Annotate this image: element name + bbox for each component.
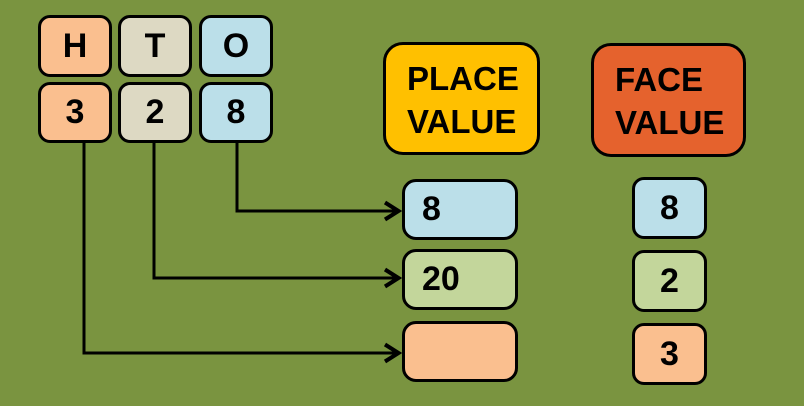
face-value-item-hundreds: 3 [632,323,707,385]
arrow-ones-to-place-value [235,141,403,222]
arrow-hundreds-to-place-value [82,141,403,364]
place-value-title-line2: VALUE [407,103,517,140]
column-header-hundreds: H [38,15,112,77]
place-value-item-tens: 20 [402,249,518,310]
digit-cell-hundreds: 3 [38,82,112,143]
place-value-title-line1: PLACE [407,60,519,97]
digit-cell-ones: 8 [199,82,273,143]
face-value-title-line2: VALUE [615,104,725,141]
place-value-title: PLACE VALUE [383,42,540,155]
place-value-item-ones: 8 [402,179,518,240]
face-value-item-tens: 2 [632,250,707,312]
arrow-tens-to-place-value [152,141,403,289]
digit-cell-tens: 2 [118,82,192,143]
face-value-title-line1: FACE [615,61,704,98]
column-header-ones: O [199,15,273,77]
column-header-tens: T [118,15,192,77]
place-value-item-hundreds-blank [402,321,518,382]
face-value-item-ones: 8 [632,177,707,239]
face-value-title: FACE VALUE [591,43,746,157]
